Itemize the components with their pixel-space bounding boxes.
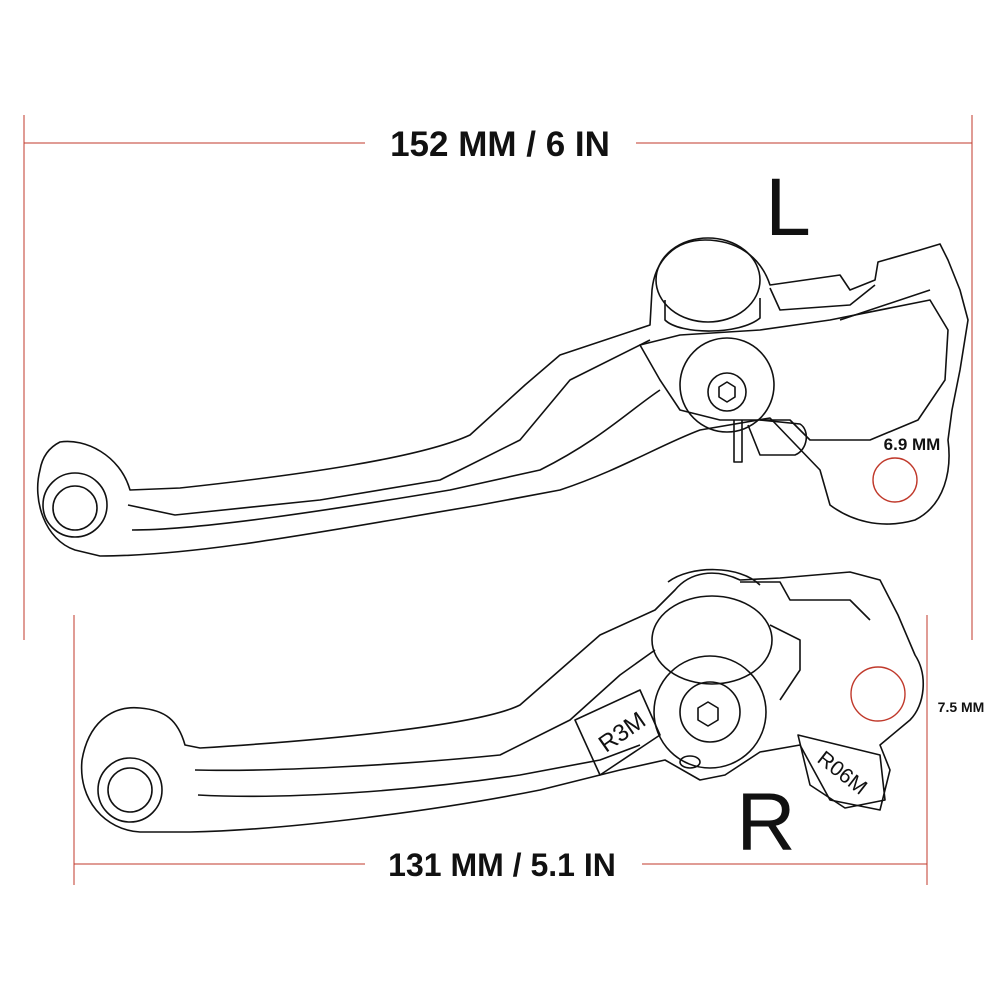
left-lever-adjuster-knob bbox=[655, 237, 761, 323]
left-lever-pivot-housing bbox=[639, 299, 949, 441]
left-lever-pivot-bolt-outer bbox=[679, 337, 775, 433]
right-lever-pivot-bolt-outer bbox=[653, 655, 767, 769]
left-lever-pivot-bolt-inner bbox=[707, 372, 747, 412]
right-lever-hex-socket bbox=[697, 701, 719, 727]
right-lever-perch-lines bbox=[740, 581, 871, 701]
right-lever-blade-ridge bbox=[194, 649, 656, 772]
right-hole-marker bbox=[850, 666, 906, 722]
left-lever-blade-outline bbox=[36, 239, 969, 557]
right-lever-blade-ridge-2 bbox=[197, 744, 641, 798]
left-lever-blade-ridge bbox=[127, 339, 651, 516]
right-lever-stamp-2: R06M bbox=[813, 747, 871, 800]
right-lever-stamp-1: R3M bbox=[594, 707, 651, 758]
right-lever-stamp-plate-1 bbox=[574, 689, 661, 776]
right-lever-end-ring bbox=[97, 757, 163, 823]
left-lever bbox=[36, 237, 969, 557]
left-lever-latch-lines bbox=[769, 284, 931, 321]
right-lever-hook-hole bbox=[679, 755, 701, 769]
left-hole-dimension-label: 6.9 MM bbox=[884, 435, 941, 454]
bottom-dimension-label: 131 MM / 5.1 IN bbox=[388, 847, 616, 883]
right-lever-end-hole bbox=[107, 767, 153, 813]
right-lever-adjuster-top bbox=[667, 568, 761, 586]
left-lever-end-ring bbox=[42, 472, 108, 538]
left-lever-adjuster-side bbox=[664, 298, 761, 332]
right-lever bbox=[80, 568, 925, 833]
right-lever-adjuster-knob bbox=[651, 595, 773, 685]
left-lever-blade-ridge-2 bbox=[131, 389, 661, 531]
bottom-dimension: 131 MM / 5.1 IN bbox=[73, 615, 928, 885]
top-dimension: 152 MM / 6 IN bbox=[23, 115, 973, 640]
right-lever-pivot-bolt-inner bbox=[679, 681, 741, 743]
right-lever-blade-outline bbox=[80, 571, 925, 833]
left-lever-hex-socket bbox=[718, 381, 736, 403]
right-lever-stamp-plate-2 bbox=[797, 734, 886, 809]
right-lever-label: R bbox=[736, 777, 795, 868]
left-lever-switch-clip bbox=[733, 419, 808, 463]
left-lever-label: L bbox=[765, 162, 811, 253]
top-dimension-label: 152 MM / 6 IN bbox=[390, 125, 610, 164]
left-hole-marker bbox=[872, 457, 918, 503]
right-hole-dimension-label: 7.5 MM bbox=[938, 699, 985, 715]
left-lever-end-hole bbox=[52, 485, 98, 531]
